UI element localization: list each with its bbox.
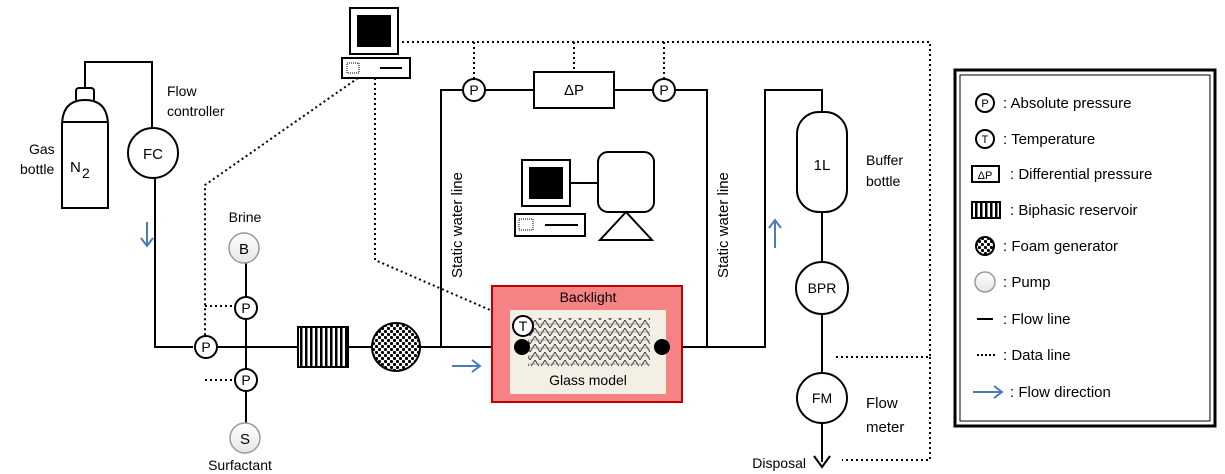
- legend-differential-pressure: : Differential pressure: [1010, 166, 1152, 183]
- flow-line-static-right: [676, 89, 708, 347]
- flow-controller-label-line2: controller: [167, 103, 225, 119]
- n2-subscript: 2: [82, 165, 90, 181]
- surfactant-label: Surfactant: [208, 457, 272, 473]
- static-water-line-right-label: Static water line: [715, 172, 732, 278]
- differential-pressure-label: ΔP: [564, 82, 584, 99]
- computer-camera: [514, 159, 598, 237]
- flow-direction-arrow-up: [768, 218, 782, 248]
- pressure-sensor-surfactant: P: [234, 368, 258, 392]
- data-lines: [204, 41, 931, 461]
- brine-pump: B: [228, 232, 260, 264]
- legend-frame-outer: [953, 68, 1217, 428]
- gas-bottle-label-line1: Gas: [29, 141, 55, 157]
- legend-frame-inner: [959, 74, 1211, 422]
- foam-generator: [371, 322, 421, 372]
- gas-bottle: N 2: [61, 87, 109, 209]
- flow-meter-label-line2: meter: [866, 419, 904, 436]
- glass-model-porous-area: [528, 318, 650, 366]
- gas-bottle-label-line2: bottle: [20, 161, 54, 177]
- flow-line-fc-down: [154, 177, 193, 348]
- bpr-label: BPR: [808, 280, 837, 296]
- disposal-arrow: [813, 455, 831, 469]
- pressure-sensor-right: P: [652, 78, 676, 102]
- legend-differential-pressure-icon-letter: ΔP: [978, 170, 993, 182]
- glass-model-inlet-port: [514, 339, 530, 355]
- brine-pump-id: B: [239, 241, 249, 258]
- flow-direction-arrow-right: [452, 359, 482, 373]
- pressure-sensor-brine-label: P: [241, 300, 250, 316]
- pressure-sensor-surfactant-label: P: [241, 372, 250, 388]
- legend-flow-line: : Flow line: [1003, 311, 1071, 328]
- surfactant-pump: S: [229, 422, 261, 454]
- flow-direction-arrows: [140, 218, 782, 373]
- flow-line-gas-to-fc: [84, 61, 153, 128]
- legend-biphasic-reservoir-icon: [971, 201, 1001, 219]
- legend-flow-direction: : Flow direction: [1010, 384, 1111, 401]
- camera: [597, 151, 655, 241]
- data-line-top-to-bpr: [402, 41, 931, 358]
- pressure-sensor-inlet-label: P: [201, 339, 210, 355]
- flow-controller-label-line1: Flow: [167, 83, 197, 99]
- buffer-bottle-label-line2: bottle: [866, 173, 900, 189]
- pressure-sensor-left: P: [462, 78, 486, 102]
- temperature-sensor-label: T: [519, 318, 528, 334]
- biphasic-reservoir: [297, 326, 349, 368]
- fm-label: FM: [812, 390, 832, 406]
- glass-model-label: Glass model: [549, 372, 627, 388]
- pressure-sensor-right-label: P: [659, 82, 668, 98]
- flow-direction-arrow-down: [140, 222, 154, 248]
- flow-line-static-left: [440, 89, 462, 347]
- buffer-bottle-volume: 1L: [814, 157, 831, 174]
- computer-top: [341, 7, 411, 79]
- legend: P : Absolute pressure T : Temperature ΔP…: [953, 68, 1217, 428]
- data-line-computer-to-pressure: [204, 77, 359, 345]
- surfactant-pump-id: S: [240, 431, 250, 448]
- legend-foam-generator-icon: [975, 236, 995, 256]
- static-water-line-left-label: Static water line: [449, 172, 466, 278]
- flow-meter-label-line1: Flow: [866, 395, 898, 412]
- legend-biphasic-reservoir: : Biphasic reservoir: [1010, 202, 1138, 219]
- disposal-label: Disposal: [752, 455, 806, 471]
- legend-pump: : Pump: [1003, 274, 1051, 291]
- differential-pressure-box: [533, 71, 615, 109]
- legend-absolute-pressure: : Absolute pressure: [1003, 95, 1131, 112]
- legend-differential-pressure-icon: [971, 165, 1000, 183]
- backlight-label: Backlight: [560, 289, 617, 305]
- pressure-sensor-left-label: P: [469, 82, 478, 98]
- pressure-sensor-inlet: P: [194, 335, 218, 359]
- legend-temperature-icon-letter: T: [982, 134, 989, 146]
- legend-foam-generator: : Foam generator: [1003, 238, 1118, 255]
- buffer-bottle-label-line1: Buffer: [866, 152, 903, 168]
- flow-controller-id: FC: [143, 146, 163, 163]
- legend-pressure-icon-letter: P: [981, 98, 988, 110]
- back-pressure-regulator: [795, 261, 849, 315]
- pressure-sensor-brine: P: [234, 296, 258, 320]
- flow-controller: [127, 127, 179, 179]
- flow-line-model-to-buffer: [662, 89, 823, 348]
- buffer-bottle: [796, 111, 848, 213]
- n2-label: N: [70, 159, 81, 176]
- legend-temperature-icon: [975, 129, 995, 149]
- legend-pressure-icon: [975, 93, 995, 113]
- legend-flow-direction-icon: [973, 385, 1004, 399]
- legend-pump-icon: [974, 271, 996, 293]
- legend-data-line: : Data line: [1003, 347, 1071, 364]
- temperature-sensor: T: [512, 315, 534, 337]
- data-line-computer-to-temperature: [374, 78, 521, 324]
- data-line-to-flow-meter: [842, 357, 931, 461]
- glass-model-outlet-port: [654, 339, 670, 355]
- legend-temperature: : Temperature: [1003, 131, 1095, 148]
- flow-meter: [796, 372, 848, 424]
- brine-label: Brine: [229, 209, 262, 225]
